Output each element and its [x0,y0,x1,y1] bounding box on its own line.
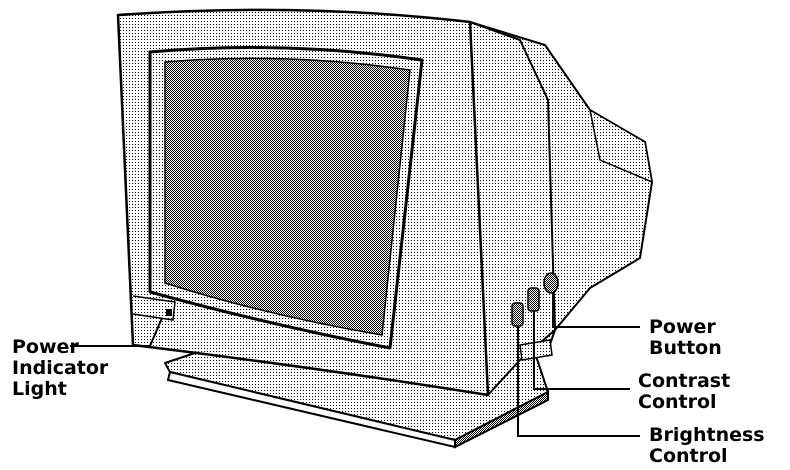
power-button-label-line-2: Button [649,338,722,359]
contrast-control[interactable] [528,288,539,311]
monitor-screen [150,48,422,349]
power-indicator-light-label: Power Indicator Light [12,337,108,400]
power-button[interactable] [544,273,558,293]
power-indicator-label-line-3: Light [12,379,108,400]
power-button-label: Power Button [649,317,722,359]
brightness-label-line-2: Control [649,446,765,467]
contrast-control-label: Contrast Control [638,371,730,413]
contrast-label-line-1: Contrast [638,371,730,392]
brightness-control-label: Brightness Control [649,425,765,467]
brightness-label-line-1: Brightness [649,425,765,446]
power-indicator-label-line-2: Indicator [12,358,108,379]
brightness-control[interactable] [512,303,523,326]
power-indicator-label-line-1: Power [12,337,108,358]
power-button-label-line-1: Power [649,317,722,338]
contrast-label-line-2: Control [638,392,730,413]
